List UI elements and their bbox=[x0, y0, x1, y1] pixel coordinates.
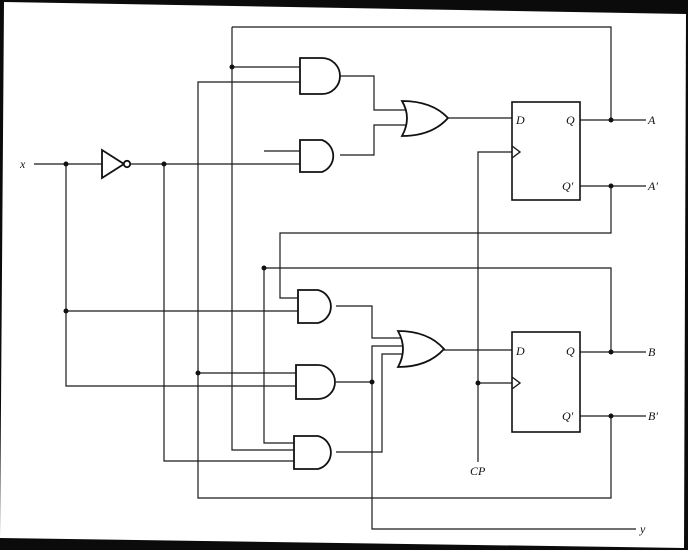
output-a-label: A bbox=[647, 113, 656, 127]
clock-cp-label: CP bbox=[470, 464, 486, 478]
output-b-label: B bbox=[648, 345, 656, 359]
not-gate bbox=[101, 148, 132, 180]
and-gate-4 bbox=[295, 364, 336, 400]
flipflop-b: D Q Q′ bbox=[511, 331, 581, 433]
ff-b-qbar-label: Q′ bbox=[562, 409, 574, 423]
output-b-bar-label: B′ bbox=[648, 409, 658, 423]
output-a-bar-label: A′ bbox=[647, 179, 658, 193]
wires bbox=[34, 26, 646, 530]
and-gate-3 bbox=[297, 289, 332, 324]
input-x-label: x bbox=[19, 157, 26, 171]
and-gate-1 bbox=[299, 57, 341, 95]
ff-b-q-label: Q bbox=[566, 344, 575, 358]
ff-b-d-label: D bbox=[515, 344, 525, 358]
or-gate-top bbox=[400, 100, 450, 137]
junction-dots bbox=[63, 64, 614, 419]
flipflop-a: D Q Q′ bbox=[511, 101, 581, 201]
ff-a-qbar-label: Q′ bbox=[562, 179, 574, 193]
and-gate-2 bbox=[299, 139, 335, 173]
or-gate-bottom bbox=[396, 330, 446, 368]
output-y-label: y bbox=[639, 522, 646, 536]
ff-a-q-label: Q bbox=[566, 113, 575, 127]
ff-a-d-label: D bbox=[515, 113, 525, 127]
and-gate-5 bbox=[293, 435, 332, 470]
